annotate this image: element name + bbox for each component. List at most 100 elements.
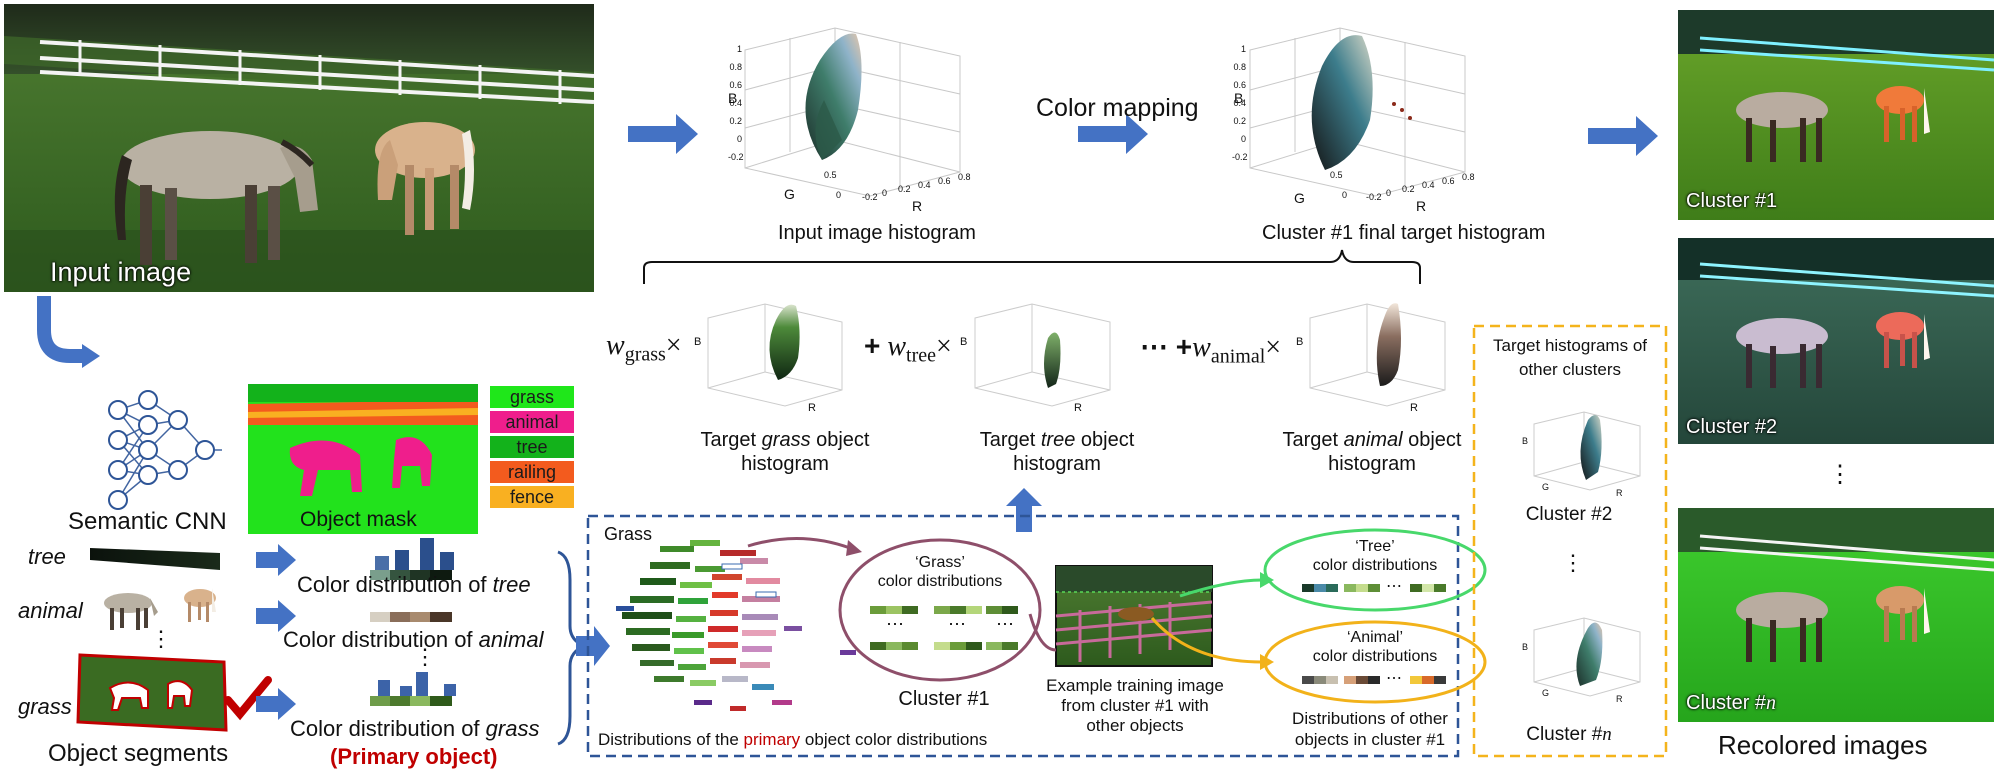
weight-grass: wgrass×: [606, 330, 682, 366]
example-to-tree-arrow: [1179, 578, 1263, 598]
example-training-image: [1055, 565, 1213, 667]
object-mask-label: Object mask: [300, 508, 417, 531]
recolored-2-label: Cluster #2: [1686, 416, 1778, 438]
target-g-tick-0: 0: [1342, 190, 1348, 200]
cloud-to-ellipse-arrow: [747, 536, 851, 550]
tree-swatch-row: [1302, 584, 1446, 592]
example-to-animal-arrow: [1150, 617, 1263, 664]
animal-dots: ⋯: [1386, 670, 1402, 687]
input-axis-b: B: [728, 90, 738, 106]
recolored-1-label: Cluster #1: [1686, 190, 1778, 212]
grass-segment: [76, 653, 228, 732]
palomino-horse: [375, 122, 475, 235]
grass-dots-1: ⋯: [886, 614, 904, 634]
cluster1-panel: [586, 514, 1460, 758]
segment-tree-label: tree: [28, 544, 66, 569]
recolored-ellipsis: ⋮: [1828, 461, 1852, 488]
weight-animal: ⋯ +wanimal×: [1140, 331, 1282, 368]
grass-hist-axis-r: R: [808, 402, 816, 414]
other-clusters-panel: [1472, 324, 1668, 758]
legend-grass: grass: [490, 386, 574, 408]
input-image: [4, 4, 595, 292]
target-histogram-caption: Cluster #1 final target histogram: [1262, 222, 1546, 244]
cluster-n-axis-b: B: [1522, 642, 1529, 652]
tree-dots: ⋯: [1386, 578, 1402, 595]
tree-hist-axis-r: R: [1074, 402, 1082, 414]
input-image-label: Input image: [50, 257, 192, 287]
grass-distributions-ellipse: [838, 538, 1042, 682]
mask-legend: grass animal tree railing fence: [490, 386, 574, 510]
recolored-images-caption: Recolored images: [1718, 730, 1928, 760]
input-g-tick-05: 0.5: [824, 170, 837, 180]
animal-dist-bars: [370, 612, 452, 622]
recolored-image-1: [1678, 10, 1995, 220]
segment-ellipsis: ⋮: [150, 626, 172, 651]
tree-object-caption: Target tree object histogram: [979, 429, 1135, 475]
cluster2-histogram: [1533, 411, 1641, 491]
grass-swatch-rows: [870, 606, 1018, 650]
target-axis-b: B: [1234, 90, 1244, 106]
animal-segment-grey: [104, 593, 158, 630]
tree-segment: [90, 548, 220, 570]
animal-swatch-row: [1302, 676, 1446, 684]
cluster1-label: Cluster #1: [898, 688, 990, 710]
weight-tree: + wtree×: [864, 330, 952, 367]
arrow-color-mapping: [1078, 114, 1148, 154]
input-axis-r: R: [912, 198, 923, 214]
grass-distributions-title: ‘Grass’color distributions: [877, 554, 1003, 590]
cluster-n-axis-g: G: [1542, 688, 1550, 698]
tree-dist-bars: [370, 538, 454, 580]
animal-object-histogram: [1309, 303, 1446, 407]
legend-railing: railing: [490, 461, 574, 483]
grass-object-histogram: [707, 303, 843, 407]
cluster-n-axis-r: R: [1616, 694, 1623, 704]
checkmark-icon: [224, 676, 272, 721]
grey-horse: [114, 131, 318, 265]
tree-object-histogram: [974, 303, 1111, 407]
segments-caption: Object segments: [48, 740, 229, 767]
grass-hist-axis-b: B: [694, 336, 702, 348]
recolored-image-2: [1678, 238, 1995, 444]
tree-distributions-title: ‘Tree’color distributions: [1312, 538, 1438, 574]
tree-hist-axis-b: B: [960, 336, 968, 348]
grass-cloud-label: Grass: [604, 524, 653, 544]
grass-dots-3: ⋯: [996, 614, 1014, 634]
primary-object-note: (Primary object): [330, 744, 498, 769]
cluster2-axis-b: B: [1522, 436, 1529, 446]
color-mapping-label: Color mapping: [1036, 94, 1199, 122]
tree-distribution-label: Color distribution of tree: [297, 572, 531, 597]
target-histogram-plot: [1249, 27, 1466, 197]
cluster2-axis-g: G: [1542, 482, 1550, 492]
grass-distribution-label: Color distribution of grass: [290, 716, 540, 741]
arrow-input-to-hist: [628, 114, 698, 154]
cluster-n-label: Cluster #n: [1526, 724, 1612, 745]
segment-grass-label: grass: [18, 694, 72, 719]
animal-distributions-title: ‘Animal’color distributions: [1312, 629, 1438, 665]
semantic-cnn-icon: [108, 390, 222, 510]
target-axis-r: R: [1416, 198, 1427, 214]
animal-distribution-label: Color distribution of animal: [283, 627, 544, 652]
input-histogram-plot: [744, 27, 961, 197]
grass-dots-2: ⋯: [948, 614, 966, 634]
tree-distributions-ellipse: [1263, 528, 1487, 612]
input-axis-g: G: [784, 186, 795, 202]
arrow-to-recolored: [1588, 116, 1658, 156]
recolored-image-n: [1678, 508, 1995, 722]
segment-arrows: [256, 544, 296, 720]
cluster2-label: Cluster #2: [1525, 504, 1613, 525]
animal-hist-axis-b: B: [1296, 336, 1304, 348]
segment-animal-label: animal: [18, 598, 83, 623]
object-mask-image: [248, 384, 478, 534]
grass-distribution-cloud: [616, 540, 856, 711]
legend-fence: fence: [490, 486, 574, 508]
primary-distributions-caption: Distributions of the primary object colo…: [598, 730, 988, 749]
animal-segment-palomino: [184, 588, 216, 622]
recolored-n-label: Cluster #n: [1686, 692, 1777, 714]
legend-tree: tree: [490, 436, 574, 458]
